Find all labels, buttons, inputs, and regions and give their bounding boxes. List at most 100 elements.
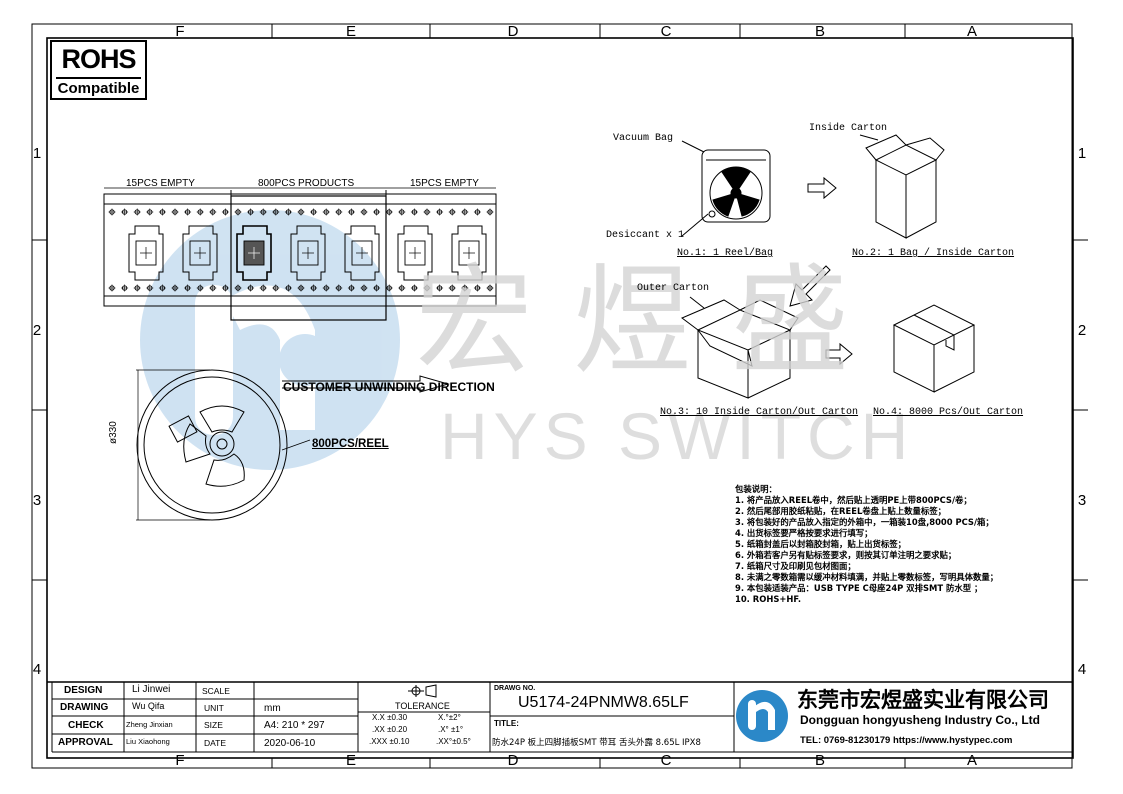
note-item: 3. 将包装好的产品放入指定的外箱中，一箱装10盘,8000 PCS/箱； [735,517,994,527]
sprocket-hole [209,284,217,292]
unit-value: mm [264,703,281,714]
note-item: 2. 然后尾部用胶纸粘贴，在REEL卷盘上贴上数量标签； [735,506,947,516]
sprocket-hole [272,208,280,216]
note-item: 4. 出货标签要严格按要求进行填写； [735,528,873,538]
sprocket-hole [436,284,444,292]
vacuum-bag-drawing [681,140,771,237]
zone-col-c-top: C [660,23,672,40]
sprocket-hole [423,284,431,292]
packing-step-4: No.4: 8000 Pcs/Out Carton [873,407,1024,418]
sprocket-hole [335,284,343,292]
sprocket-hole [373,208,381,216]
sprocket-hole [234,208,242,216]
sprocket-hole [448,284,456,292]
sprocket-hole [297,284,305,292]
company-contact: TEL: 0769-81230179 https://www.hystypec.… [800,735,1013,746]
company-name-en: Dongguan hongyusheng Industry Co., Ltd [800,713,1040,727]
step-arrows [789,176,853,366]
zone-col-b-top: B [814,23,825,40]
sprocket-hole [171,208,179,216]
notes-title: 包装说明： [735,484,777,494]
drawing-label: DRAWING [60,702,109,713]
sprocket-hole [385,284,393,292]
reel-drawing [136,369,311,521]
sprocket-hole [221,208,229,216]
drawing-name: Wu Qifa [132,701,165,711]
zone-col-f-top: F [175,23,185,40]
sprocket-hole [221,284,229,292]
sprocket-hole [347,208,355,216]
vacuum-bag-label: Vacuum Bag [613,133,674,144]
zone-col-c-bottom: C [660,752,672,769]
drawing-number: U5174-24PNMW8.65LF [518,694,689,711]
zone-row-4-left: 4 [32,661,42,678]
sprocket-hole [486,284,494,292]
sprocket-hole [310,284,318,292]
company-name-cn: 东莞市宏煜盛实业有限公司 [797,688,1049,712]
zone-col-d-top: D [507,23,519,40]
projection-symbol [408,684,437,698]
sprocket-hole [322,284,330,292]
scale-label: SCALE [202,686,230,696]
check-label: CHECK [68,720,104,731]
note-item: 8. 未满之零数箱需以缓冲材料填满，并贴上零数标签，写明具体数量； [735,572,999,582]
zone-col-a-bottom: A [966,752,977,769]
tolerance-angle-1: X.°±2° [438,713,461,722]
note-item: 6. 外箱若客户另有贴标签要求，则按其订单注明之要求贴； [735,550,957,560]
packing-step-2: No.2: 1 Bag / Inside Carton [852,248,1015,259]
reel-quantity-label: 800PCS/REEL [312,438,389,450]
zone-row-2-right: 2 [1077,322,1087,339]
drawing-no-label: DRAWG NO. [494,685,536,692]
sprocket-hole [360,208,368,216]
zone-row-1-left: 1 [32,145,42,162]
watermark-logo [140,210,400,470]
sprocket-hole [322,208,330,216]
design-name: Li Jinwei [132,684,171,695]
tolerance-linear-2: .XX ±0.20 [372,725,408,734]
sprocket-hole [423,208,431,216]
rohs-badge: ROHS Compatible [50,40,147,100]
tolerance-linear-1: X.X ±0.30 [372,713,408,722]
note-item: 5. 纸箱封盖后以封箱胶封箱，贴上出货标签； [735,539,907,549]
watermark-english: HYS SWITCH [440,399,915,473]
tolerance-angle-2: .X° ±1° [438,725,464,734]
sprocket-hole [184,284,192,292]
tape-pocket-empty [182,225,218,281]
watermark-chinese: 宏煜盛 [415,252,890,390]
sprocket-hole [196,284,204,292]
zone-col-f-bottom: F [175,752,185,769]
outer-carton-label: Outer Carton [637,283,710,294]
zone-row-3-right: 3 [1077,492,1087,509]
approval-name: Liu Xiaohong [126,737,170,746]
sprocket-hole [347,284,355,292]
sprocket-hole [146,208,154,216]
zone-col-d-bottom: D [507,752,519,769]
sprocket-hole [259,208,267,216]
carrier-tape [103,187,497,321]
sprocket-hole [486,208,494,216]
sprocket-hole [158,208,166,216]
sprocket-hole [385,208,393,216]
tape-pocket-empty [397,225,433,281]
sprocket-hole [247,284,255,292]
approval-label: APPROVAL [58,737,113,748]
zone-col-a-top: A [966,23,977,40]
sprocket-hole [133,208,141,216]
sprocket-hole [436,208,444,216]
tape-pocket-empty [344,225,380,281]
tape-pockets [128,225,487,281]
tape-pocket-empty [290,225,326,281]
sprocket-hole [209,208,217,216]
sprocket-hole [284,208,292,216]
sprocket-hole [461,208,469,216]
unwinding-arrow [282,375,450,393]
tape-right-label: 15PCS EMPTY [410,178,479,189]
unit-label: UNIT [204,703,224,713]
date-value: 2020-06-10 [264,738,316,749]
sprocket-hole [360,284,368,292]
sprocket-hole [184,208,192,216]
zone-row-4-right: 4 [1077,661,1087,678]
inside-carton-drawing [859,134,945,239]
zone-row-1-right: 1 [1077,145,1087,162]
sprocket-hole [398,284,406,292]
